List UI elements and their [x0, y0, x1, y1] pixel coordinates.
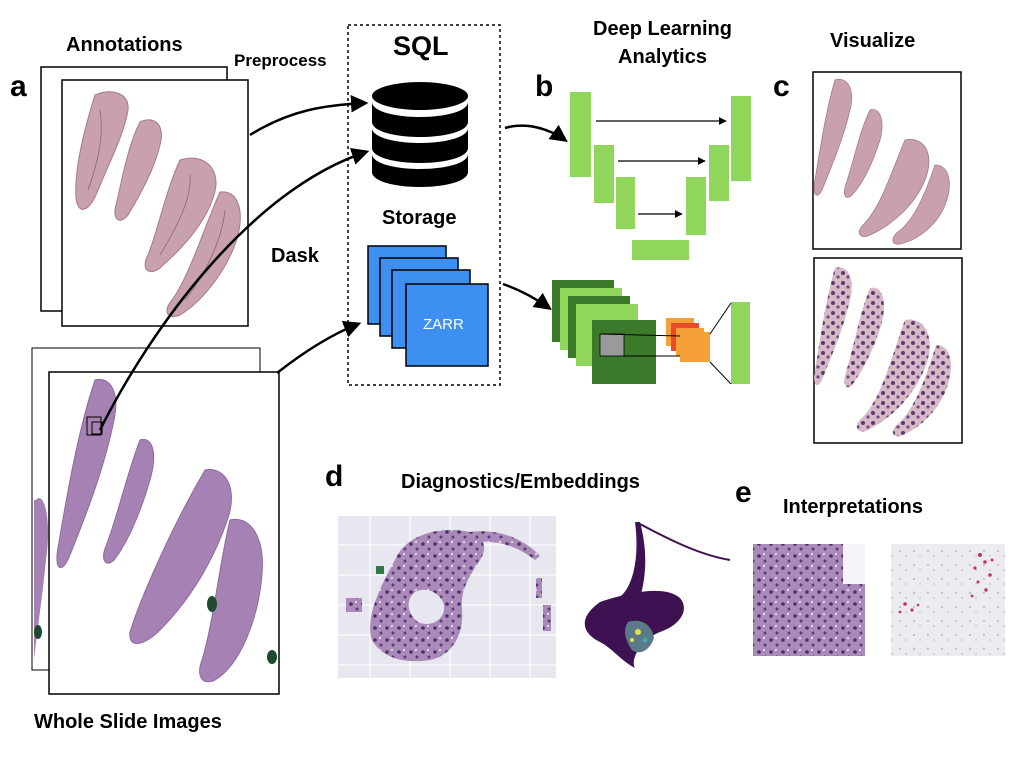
annotation-slides [40, 66, 249, 327]
annotation-tissue [75, 91, 241, 317]
cnn-icon [552, 280, 750, 385]
visualize-prediction [813, 257, 963, 444]
diagnostics-heatmap [338, 516, 556, 678]
annotations-label: Annotations [66, 34, 183, 56]
embedding-plot [584, 522, 731, 668]
whole-slide-images [31, 347, 280, 695]
panel-letter-b: b [535, 70, 554, 103]
interpretations-label: Interpretations [783, 496, 924, 518]
whole-slide-images-label: Whole Slide Images [34, 711, 222, 733]
interpretation-attribution [891, 544, 1005, 656]
analytics-label: Analytics [618, 46, 707, 68]
sql-storage-box [347, 24, 501, 386]
visualize-label: Visualize [830, 30, 916, 52]
panel-letter-e: e [735, 476, 752, 509]
flow-arrows [98, 94, 568, 431]
storage-label: Storage [382, 207, 457, 229]
panel-letter-d: d [325, 460, 344, 493]
zarr-label: ZARR [423, 316, 464, 333]
interpretation-histology [753, 544, 865, 656]
sql-label: SQL [393, 31, 449, 61]
dask-label: Dask [271, 245, 319, 267]
unet-icon [570, 92, 751, 260]
database-icon [372, 82, 468, 187]
diagnostics-label: Diagnostics/Embeddings [401, 471, 640, 493]
preprocess-label: Preprocess [234, 51, 327, 70]
panel-letter-c: c [773, 70, 790, 103]
zarr-stack-icon [367, 245, 489, 367]
visualize-annotation [812, 71, 962, 250]
deep-learning-label: Deep Learning [593, 18, 732, 40]
panel-letter-a: a [10, 70, 27, 103]
